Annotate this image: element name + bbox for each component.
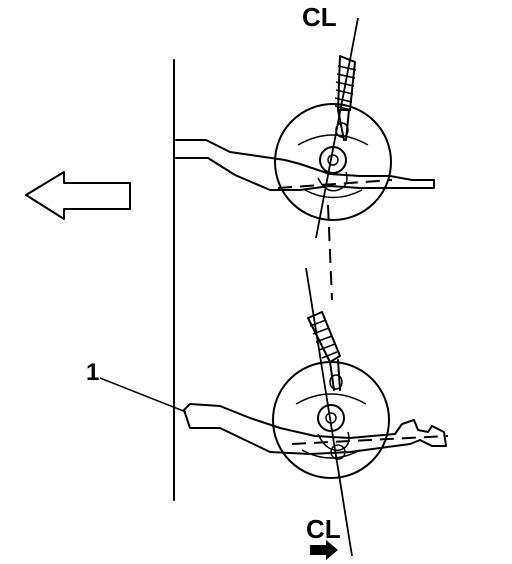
callout-label-1: 1	[86, 359, 99, 386]
lower-centerline	[305, 267, 353, 557]
lower-lever-arm	[183, 403, 447, 455]
upper-disc	[274, 103, 392, 221]
centerline-label-bottom: CL	[306, 514, 341, 544]
upper-horizontal-dash	[277, 179, 393, 189]
centerline-label-top: CL	[302, 2, 337, 32]
callout-1-leader	[99, 377, 187, 413]
right-arrow-icon	[310, 540, 338, 560]
upper-spring	[334, 55, 357, 141]
left-arrow-icon	[25, 171, 131, 220]
upper-assembly	[175, 17, 435, 239]
lower-hub	[317, 404, 345, 432]
upper-lever-arm	[175, 139, 435, 191]
lower-assembly	[183, 267, 449, 557]
reference-dash-line	[327, 204, 333, 301]
upper-centerline	[315, 17, 359, 239]
lower-horizontal-dash	[291, 435, 449, 445]
lower-spring	[307, 311, 343, 391]
